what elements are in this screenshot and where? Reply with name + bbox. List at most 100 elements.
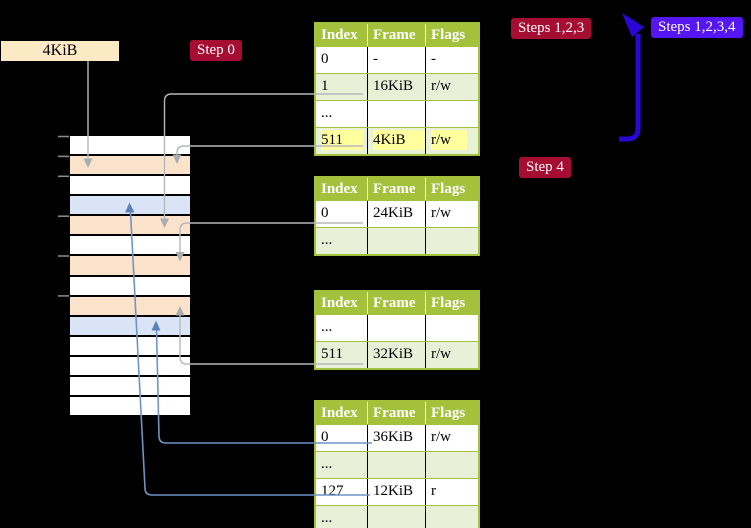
table-cell: 4KiB bbox=[367, 128, 425, 154]
column-header: Flags bbox=[425, 402, 478, 424]
table-cell: 0 bbox=[316, 47, 367, 73]
table-cell: r/w bbox=[425, 425, 478, 451]
table-row: 0 -- bbox=[316, 46, 478, 73]
cell-text: - bbox=[431, 51, 436, 67]
cell-text: r/w bbox=[431, 130, 467, 150]
memory-frame-blue bbox=[70, 316, 190, 337]
table-row: 127 12KiB r bbox=[316, 478, 478, 505]
table-cell: ... bbox=[316, 315, 367, 341]
table-cell: ... bbox=[316, 452, 367, 478]
memory-frame-white bbox=[70, 356, 190, 377]
steps1234-label: Steps 1,2,3,4 bbox=[651, 17, 743, 38]
table-cell: r bbox=[425, 479, 478, 505]
table-cell bbox=[425, 228, 478, 254]
table-cell: 127 bbox=[316, 479, 367, 505]
big-steps-arrow bbox=[619, 13, 644, 142]
table-row: ... bbox=[316, 100, 478, 127]
table-cell: 36KiB bbox=[367, 425, 425, 451]
column-header: Frame bbox=[367, 402, 425, 424]
cell-text: 36KiB bbox=[373, 429, 414, 445]
cell-text: ... bbox=[321, 319, 333, 335]
table-row: ... bbox=[316, 314, 478, 341]
tick-marks bbox=[58, 135, 69, 297]
cell-text: 511 bbox=[321, 346, 343, 362]
table-cell: 16KiB bbox=[367, 74, 425, 100]
table-cell: 0 bbox=[316, 425, 367, 451]
memory-frame-white bbox=[70, 176, 190, 197]
table-cell: r/w bbox=[425, 74, 478, 100]
table-cell bbox=[367, 101, 425, 127]
cell-text: r/w bbox=[431, 78, 451, 94]
table-cell: 24KiB bbox=[367, 201, 425, 227]
table-row: 1 16KiB r/w bbox=[316, 73, 478, 100]
table-cell bbox=[367, 506, 425, 528]
cell-text: ... bbox=[321, 232, 333, 248]
memory-frame-wheat bbox=[70, 296, 190, 317]
table-cell bbox=[425, 315, 478, 341]
table-row: ... bbox=[316, 505, 478, 528]
memory-frame-white bbox=[70, 236, 190, 257]
cell-text: r bbox=[431, 483, 436, 499]
table-cell: - bbox=[425, 47, 478, 73]
cell-text: r/w bbox=[431, 429, 451, 445]
table-cell: ... bbox=[316, 101, 367, 127]
column-header: Flags bbox=[425, 292, 478, 314]
cell-text: r/w bbox=[431, 205, 451, 221]
table-row: 0 36KiB r/w bbox=[316, 424, 478, 451]
steps123-label: Steps 1,2,3 bbox=[511, 18, 592, 39]
table-cell: ... bbox=[316, 506, 367, 528]
cell-text: 32KiB bbox=[373, 346, 414, 362]
memory-frame-wheat bbox=[70, 216, 190, 237]
cell-text: 24KiB bbox=[373, 205, 414, 221]
memory-frame-wheat bbox=[70, 156, 190, 177]
table-cell: - bbox=[367, 47, 425, 73]
cell-text: 16KiB bbox=[373, 78, 414, 94]
table-cell: 12KiB bbox=[367, 479, 425, 505]
column-header: Index bbox=[321, 295, 358, 311]
column-header: Flags bbox=[425, 24, 478, 46]
table-row: 511 4KiB r/w bbox=[316, 127, 478, 154]
table-cell: r/w bbox=[425, 342, 478, 368]
memory-frame-white bbox=[70, 336, 190, 357]
memory-frame-white bbox=[70, 376, 190, 398]
table-cell: ... bbox=[316, 228, 367, 254]
column-header: Index bbox=[321, 181, 358, 197]
table-cell: r/w bbox=[425, 128, 478, 154]
memory-frame-white bbox=[70, 136, 190, 157]
memory-frame-white bbox=[70, 397, 190, 416]
table-row: ... bbox=[316, 451, 478, 478]
page-size-box: 4KiB bbox=[1, 41, 119, 61]
cell-text: ... bbox=[321, 510, 333, 526]
cell-text: 511 bbox=[321, 130, 363, 150]
table-cell bbox=[367, 452, 425, 478]
cell-text: 4KiB bbox=[373, 130, 425, 150]
column-header: Index bbox=[321, 27, 358, 43]
table-cell: r/w bbox=[425, 201, 478, 227]
cell-text: 127 bbox=[321, 483, 344, 499]
table-row: 511 32KiB r/w bbox=[316, 341, 478, 368]
cell-text: r/w bbox=[431, 346, 451, 362]
table-cell: 1 bbox=[316, 74, 367, 100]
table-row: ... bbox=[316, 227, 478, 254]
cell-text: ... bbox=[321, 456, 333, 472]
table-cell: 511 bbox=[316, 128, 367, 154]
cell-text: 0 bbox=[321, 51, 329, 67]
step0-label: Step 0 bbox=[190, 40, 242, 61]
table-cell: 511 bbox=[316, 342, 367, 368]
column-header: Index bbox=[321, 405, 358, 421]
table-cell bbox=[367, 315, 425, 341]
column-header: Frame bbox=[367, 292, 425, 314]
cell-text: 12KiB bbox=[373, 483, 414, 499]
column-header: Flags bbox=[425, 178, 478, 200]
table-cell bbox=[425, 506, 478, 528]
memory-frame-blue bbox=[70, 196, 190, 217]
cell-text: 0 bbox=[321, 429, 329, 445]
